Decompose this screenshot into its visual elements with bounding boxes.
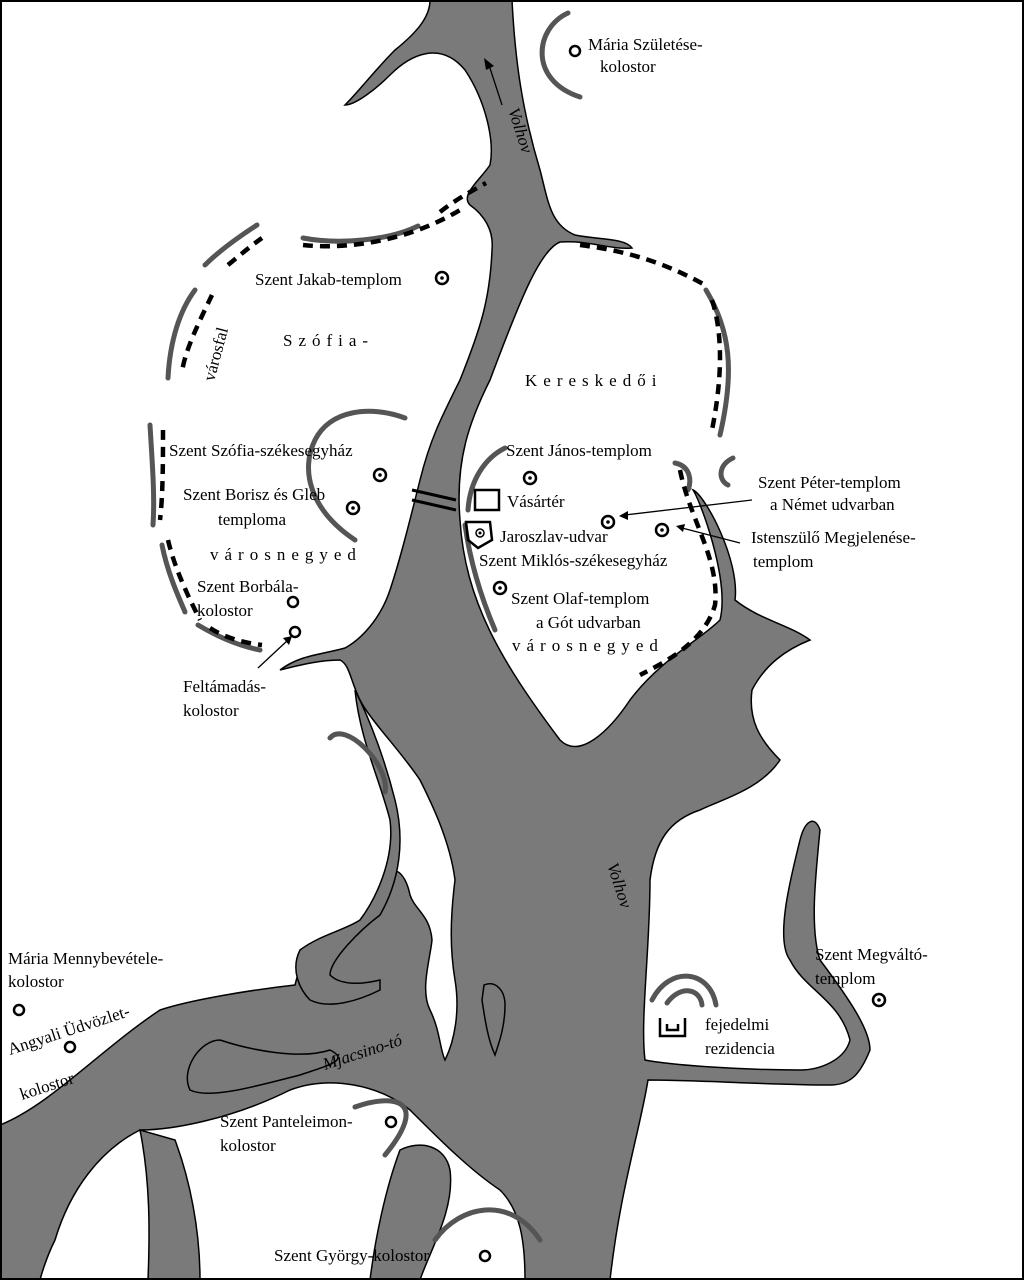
wall-sofia-nw — [202, 222, 260, 268]
wall-sofia-west — [165, 287, 198, 381]
wall-detinets — [306, 408, 408, 543]
wall-dash-sw — [157, 429, 166, 521]
wall-dash-trade-ne — [579, 242, 707, 287]
label-peter: Szent Péter-templom — [758, 473, 901, 492]
label-borbala-2: kolostor — [197, 601, 253, 620]
monastery-icon — [286, 595, 300, 609]
monastery-icon — [288, 625, 302, 639]
label-mennybevetel-2: kolostor — [8, 972, 64, 991]
lake-mjacsino — [186, 1039, 339, 1094]
wall-dash-trade-e — [709, 299, 723, 431]
label-szent-miklos: Szent Miklós-székesegyház — [479, 551, 668, 570]
wall-sofia-sw — [147, 422, 157, 528]
label-city-wall: városfal — [200, 325, 233, 383]
label-mennybevetel: Mária Mennybevétele- — [8, 949, 164, 968]
label-sofia-district: Szófia- — [283, 331, 374, 350]
label-feltamadas: Feltámadás- — [183, 677, 266, 696]
small-island — [481, 983, 506, 1058]
wall-dash-nw — [226, 236, 264, 267]
water-bodies — [0, 0, 871, 1280]
south-channel — [139, 1128, 201, 1280]
church-icon — [600, 514, 616, 530]
wall-fejedelmi-outer — [649, 973, 719, 1008]
church-icon — [372, 467, 388, 483]
wall-sofia-south — [159, 542, 188, 615]
label-peter-2: a Német udvarban — [770, 495, 895, 514]
label-borisz-gleb-2: temploma — [218, 510, 286, 529]
monastery-icon — [478, 1249, 492, 1263]
label-feltamadas-2: kolostor — [183, 701, 239, 720]
label-sofia-district-2: városnegyed — [210, 545, 362, 564]
bridge — [411, 488, 457, 512]
monastery-icon — [12, 1003, 26, 1017]
pointer-arrows — [257, 499, 753, 669]
wall-gyorgy — [432, 1207, 543, 1243]
label-olaf-2: a Gót udvarban — [536, 613, 641, 632]
label-megvalto-2: templom — [815, 969, 875, 988]
monastery-icon — [568, 44, 582, 58]
label-trade-district-2: városnegyed — [512, 636, 664, 655]
label-pantaleimon: Szent Panteleimon- — [220, 1112, 353, 1131]
label-olaf: Szent Olaf-templom — [511, 589, 649, 608]
market-square-icon — [473, 488, 501, 512]
label-pantaleimon-2: kolostor — [220, 1136, 276, 1155]
volhov-river — [0, 0, 871, 1280]
princely-residence-icon — [658, 1018, 687, 1038]
label-szent-janos: Szent János-templom — [506, 441, 652, 460]
church-icon — [871, 992, 887, 1008]
west-inlet — [295, 689, 401, 1005]
label-istenszulo: Istenszülő Megjelenése- — [751, 528, 916, 547]
city-walls-dashed — [157, 181, 723, 678]
wall-trade-east — [703, 287, 731, 438]
label-istenszulo-2: templom — [753, 552, 813, 571]
wall-dash-west — [179, 294, 215, 373]
label-megvalto: Szent Megváltó- — [815, 945, 928, 964]
wall-dash-north-2 — [438, 181, 488, 214]
label-fejedelmi-2: rezidencia — [705, 1039, 775, 1058]
wall-dash-s — [165, 539, 203, 622]
label-szent-szofia: Szent Szófia-székesegyház — [169, 441, 353, 460]
wall-dash-north — [302, 208, 462, 249]
wall-dash-se — [208, 626, 263, 648]
label-gyorgy: Szent György-kolostor — [274, 1246, 429, 1265]
wall-maria-szuletese — [539, 10, 583, 100]
south-island — [369, 1144, 452, 1280]
label-fejedelmi: fejedelmi — [705, 1015, 769, 1034]
label-jaroszlav: Jaroszlav-udvar — [500, 527, 608, 546]
label-vasarter: Vásártér — [507, 492, 565, 511]
label-borbala: Szent Borbála- — [197, 577, 299, 596]
wall-trade-janos — [465, 445, 508, 513]
wall-pantaleimon — [352, 1098, 409, 1158]
wall-sofia-north — [300, 223, 421, 244]
label-szent-jakab: Szent Jakab-templom — [255, 270, 402, 289]
church-icon — [434, 270, 450, 286]
monastery-icon — [63, 1040, 77, 1054]
wall-trade-hook — [672, 460, 693, 493]
label-maria-szuletese-2: kolostor — [600, 57, 656, 76]
wall-sofia-se — [195, 622, 263, 653]
church-icon — [345, 500, 361, 516]
church-icon — [522, 470, 538, 486]
cathedral-icon — [464, 520, 494, 550]
label-trade-district: Kereskedői — [525, 371, 662, 390]
label-maria-szuletese: Mária Születése- — [588, 35, 703, 54]
wall-fejedelmi-inner — [664, 988, 705, 1008]
wall-dash-trade-se — [638, 469, 718, 678]
monastery-icon — [384, 1115, 398, 1129]
map-symbols — [12, 44, 887, 1263]
label-borisz-gleb: Szent Borisz és Gleb — [183, 485, 325, 504]
church-icon — [492, 580, 508, 596]
church-icon — [654, 522, 670, 538]
wall-west-inlet — [327, 731, 388, 795]
wall-trade-small — [718, 455, 736, 488]
river-flow-arrow — [484, 58, 503, 106]
